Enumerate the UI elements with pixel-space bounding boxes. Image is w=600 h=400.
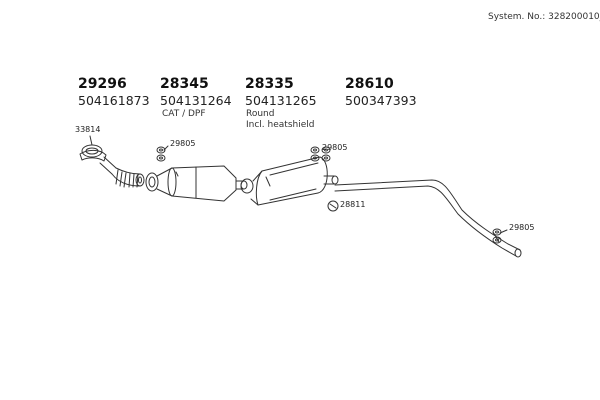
callout-clamp-muffler: 29805 (322, 143, 348, 152)
callout-gasket-front: 33814 (75, 125, 101, 134)
reference-number-tailpipe: 500347393 (345, 93, 417, 108)
callout-hanger-muffler: 28811 (340, 200, 366, 209)
tailpipe-28610-icon (334, 179, 522, 258)
reference-number-front-pipe: 504161873 (78, 93, 150, 108)
muffler-note-heatshield: Incl. heatshield (246, 120, 315, 130)
front-pipe-29296-icon (79, 149, 145, 188)
clamp-29805-tailpipe-icon (492, 228, 502, 244)
muffler-28335-icon (240, 156, 339, 206)
callout-clamp-catalyst: 29805 (170, 139, 196, 148)
reference-number-muffler: 504131265 (245, 93, 317, 108)
catalyst-dpf-28345-icon (145, 165, 248, 202)
reference-number-catalyst: 504131264 (160, 93, 232, 108)
part-number-catalyst: 28345 (160, 76, 209, 92)
callout-clamp-tailpipe: 29805 (509, 223, 535, 232)
leader-gasket-front (89, 135, 93, 146)
hanger-28811-icon (327, 200, 339, 212)
part-number-front-pipe: 29296 (78, 76, 127, 92)
clamp-29805-muffler-icon (310, 146, 331, 162)
catalyst-note: CAT / DPF (162, 109, 206, 119)
system-number: System. No.: 328200010_06 (488, 12, 600, 22)
muffler-note-shape: Round (246, 109, 275, 119)
part-number-muffler: 28335 (245, 76, 294, 92)
part-number-tailpipe: 28610 (345, 76, 394, 92)
clamp-29805-catalyst-icon (156, 146, 166, 162)
